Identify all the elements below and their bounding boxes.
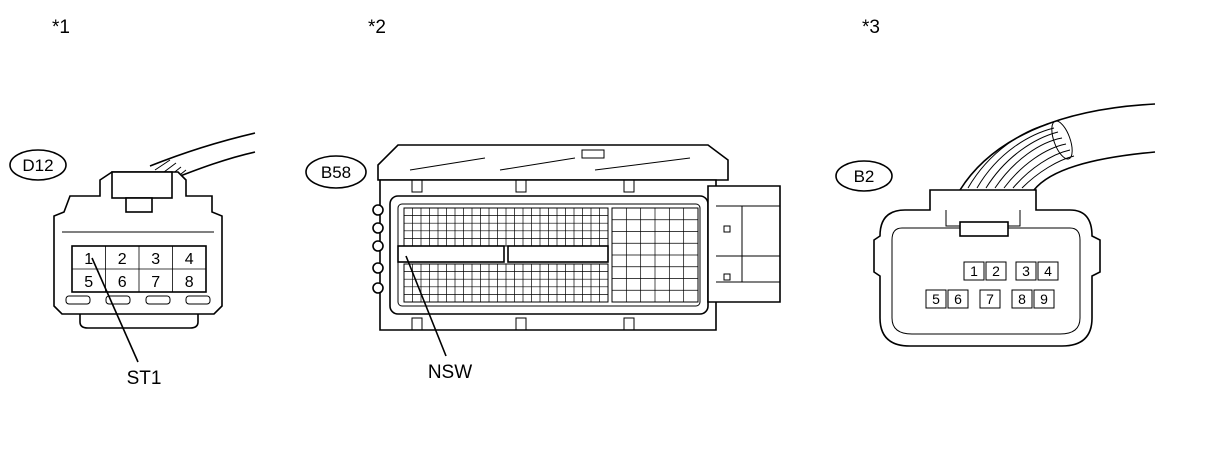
connector-code-bubble-d12	[9, 149, 67, 181]
pin-label-d12: 3	[151, 251, 160, 268]
pin-label-b2: 4	[1044, 263, 1052, 279]
divider-bar-b58	[397, 245, 505, 263]
wire-harness-b2	[959, 103, 1156, 191]
pin-label-b2: 1	[970, 263, 978, 279]
lock-latch-d12	[125, 197, 153, 213]
lock-housing-b58	[707, 185, 781, 303]
connector-top-b58	[377, 144, 729, 181]
connector-code-bubble-b2	[835, 160, 893, 192]
lock-tab-d12	[111, 171, 173, 199]
pin-label-d12: 8	[185, 274, 194, 291]
pin-label-d12: 5	[84, 274, 93, 291]
pin-grid-b2: 1 2 3 4 5 6 7 8 9	[925, 261, 1059, 309]
leader-line-nsw	[405, 255, 447, 357]
pin-label-d12: 6	[118, 274, 127, 291]
pin-label-d12: 7	[151, 274, 160, 291]
leader-line-st1	[91, 257, 139, 363]
ref-mark-1: *1	[52, 17, 70, 38]
pin-label-d12: 4	[185, 251, 194, 268]
pin-callout-st1: ST1	[127, 368, 162, 389]
connector-b2: *3 1 2 3 4 5 6	[835, 17, 1156, 347]
connector-code-d12: D12	[22, 156, 53, 175]
pin-grid-b58-upper	[403, 207, 609, 247]
pin-callout-nsw: NSW	[428, 362, 472, 383]
pin-grid-b58-lower	[403, 263, 609, 303]
connector-d12: *1 1 2 3 4 5 6 7	[9, 17, 256, 389]
pin-grid-b58-large	[611, 207, 699, 303]
pin-label-b2: 3	[1022, 263, 1030, 279]
connector-b58: *2	[305, 17, 781, 383]
divider-bar-b58	[507, 245, 609, 263]
pin-label-d12: 2	[118, 251, 127, 268]
connector-code-b58: B58	[321, 163, 351, 182]
lock-tab-b2	[959, 221, 1009, 237]
connector-code-b2: B2	[854, 167, 875, 186]
pin-label-d12: 1	[84, 251, 93, 268]
pin-label-b2: 2	[992, 263, 1000, 279]
pin-label-b2: 5	[932, 291, 940, 307]
pin-label-b2: 9	[1040, 291, 1048, 307]
pin-label-b2: 6	[954, 291, 962, 307]
connector-code-bubble-b58	[305, 155, 367, 189]
pin-label-b2: 8	[1018, 291, 1026, 307]
connector-body-b2	[873, 189, 1101, 347]
ref-mark-2: *2	[368, 17, 386, 38]
ref-mark-3: *3	[862, 17, 880, 38]
pin-label-b2: 7	[986, 291, 994, 307]
pin-grid-d12: 1 2 3 4 5 6 7 8	[71, 245, 207, 293]
